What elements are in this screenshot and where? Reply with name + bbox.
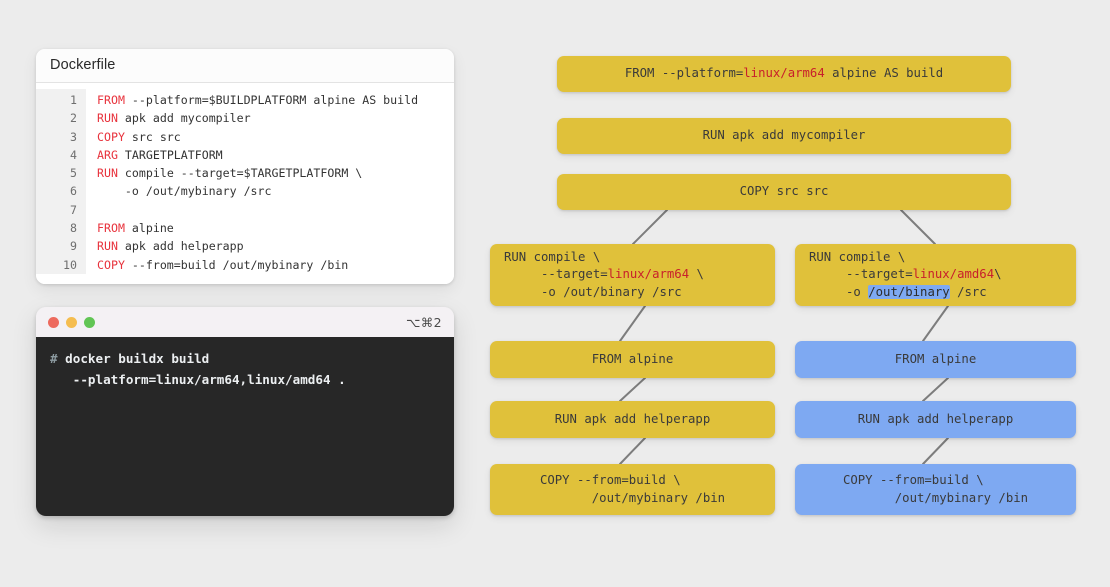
dockerfile-source-lines: FROM --platform=$BUILDPLATFORM alpine AS…: [86, 89, 454, 274]
edge-from-to-helperapp-left: [619, 377, 646, 402]
node-text-pre: FROM --platform=: [624, 66, 744, 81]
dockerfile-code-area: 1 2 3 4 5 6 7 8 9 10 FROM --platform=$BUILDPLATFO…: [36, 83, 454, 284]
node-run-compile-amd64[interactable]: RUN compile \ --target=linux/amd64\ -o /…: [795, 244, 1076, 306]
line-number: 8: [70, 221, 77, 236]
node-text-platform: linux/arm64: [743, 66, 825, 81]
node-copy-from-build-right[interactable]: COPY --from=build \ /out/mybinary /bin: [795, 464, 1076, 515]
line-number: 6: [70, 184, 77, 199]
edge-helperapp-to-copy-right: [922, 437, 949, 465]
code-text: alpine: [124, 221, 174, 236]
line-number: 1: [70, 93, 77, 107]
code-line[interactable]: COPY src src: [97, 128, 454, 146]
node-copy-from-build-left[interactable]: COPY --from=build \ /out/mybinary /bin: [490, 464, 775, 515]
code-text: src src: [124, 129, 181, 144]
node-run-compile-arm64[interactable]: RUN compile \ --target=linux/arm64 \ -o …: [490, 244, 775, 306]
node-line-3: -o /out/binary /src: [504, 284, 682, 299]
maximize-icon[interactable]: [84, 316, 95, 328]
line-number: 7: [70, 202, 77, 217]
node-label: RUN apk add mycompiler: [702, 128, 866, 143]
code-text: apk add mycompiler: [117, 111, 251, 126]
code-keyword: ARG: [97, 147, 118, 162]
code-line[interactable]: ARG TARGETPLATFORM: [97, 146, 454, 164]
node-line-3-post: /src: [949, 284, 987, 299]
node-line-2-pre: --target=: [504, 267, 608, 282]
code-keyword: FROM: [97, 93, 125, 107]
code-text: --platform=$BUILDPLATFORM alpine AS buil…: [124, 93, 419, 107]
code-line[interactable]: RUN apk add mycompiler: [97, 109, 454, 127]
line-number-gutter: 1 2 3 4 5 6 7 8 9 10: [36, 89, 86, 274]
node-from-platform[interactable]: FROM --platform=linux/arm64 alpine AS bu…: [557, 56, 1011, 92]
node-line-1: COPY --from=build \: [539, 472, 681, 487]
code-text: TARGETPLATFORM: [117, 147, 223, 162]
node-run-helperapp-left[interactable]: RUN apk add helperapp: [490, 401, 775, 438]
node-label: RUN apk add helperapp: [554, 411, 711, 426]
code-keyword: FROM: [97, 221, 125, 236]
node-line-1: RUN compile \: [504, 249, 601, 264]
edge-helperapp-to-copy-left: [619, 437, 646, 465]
node-line-2-pre: --target=: [809, 267, 913, 282]
node-copy-src[interactable]: COPY src src: [557, 174, 1011, 210]
terminal-command-line-2: --platform=linux/arm64,linux/amd64 .: [50, 372, 346, 387]
line-number: 9: [70, 239, 77, 254]
terminal-window: ⌥⌘2 # docker buildx build --platform=lin…: [36, 307, 454, 516]
node-label: RUN apk add helperapp: [857, 411, 1014, 426]
code-line[interactable]: COPY --from=build /out/mybinary /bin: [97, 256, 454, 274]
node-from-alpine-left[interactable]: FROM alpine: [490, 341, 775, 378]
edge-copy-to-compile-amd: [900, 209, 936, 245]
node-line-1: COPY --from=build \: [842, 472, 984, 487]
terminal-shortcut-label: ⌥⌘2: [405, 314, 442, 330]
terminal-command-line-1: # docker buildx build: [50, 348, 440, 369]
node-label: FROM alpine: [894, 351, 977, 366]
code-line[interactable]: RUN compile --target=$TARGETPLATFORM \: [97, 164, 454, 182]
node-run-mycompiler[interactable]: RUN apk add mycompiler: [557, 118, 1011, 154]
edge-from-to-helperapp-right: [922, 377, 949, 402]
code-text: -o /out/mybinary /src: [97, 184, 272, 199]
code-text: --from=build /out/mybinary /bin: [124, 257, 349, 272]
code-keyword: COPY: [97, 129, 125, 144]
node-line-2-post: \: [689, 267, 704, 282]
node-label: COPY src src: [739, 184, 829, 199]
code-keyword: RUN: [97, 166, 118, 181]
edge-compile-amd-to-from: [922, 305, 949, 342]
dockerfile-panel-title: Dockerfile: [36, 49, 454, 83]
terminal-output[interactable]: # docker buildx build --platform=linux/a…: [36, 337, 454, 516]
node-line-2-platform: linux/arm64: [607, 267, 690, 282]
dockerfile-panel: Dockerfile 1 2 3 4 5 6 7 8 9 10 FROM --platform=$…: [36, 49, 454, 284]
code-line[interactable]: RUN apk add helperapp: [97, 237, 454, 255]
code-keyword: RUN: [97, 111, 118, 126]
line-number: 10: [63, 257, 77, 272]
line-number: 5: [70, 166, 77, 181]
code-line[interactable]: -o /out/mybinary /src: [97, 182, 454, 200]
code-line[interactable]: FROM alpine: [97, 219, 454, 237]
terminal-command-text: docker buildx build: [57, 351, 210, 366]
close-icon[interactable]: [48, 316, 59, 328]
highlighted-output-path[interactable]: /out/binary: [868, 284, 950, 299]
edge-copy-to-compile-arm: [632, 209, 668, 245]
code-line[interactable]: FROM --platform=$BUILDPLATFORM alpine AS…: [97, 91, 454, 109]
code-keyword: RUN: [97, 239, 118, 254]
line-number: 2: [70, 111, 77, 126]
node-line-2-platform: linux/amd64: [912, 267, 995, 282]
node-line-2: /out/mybinary /bin: [539, 490, 726, 505]
node-line-1: RUN compile \: [809, 249, 906, 264]
node-label: FROM alpine: [591, 351, 674, 366]
terminal-titlebar: ⌥⌘2: [36, 307, 454, 337]
line-number: 4: [70, 147, 77, 162]
shell-prompt-icon: #: [50, 351, 58, 366]
code-text: compile --target=$TARGETPLATFORM \: [117, 166, 363, 181]
edge-compile-arm-to-from: [619, 305, 646, 342]
node-from-alpine-right[interactable]: FROM alpine: [795, 341, 1076, 378]
code-text: apk add helperapp: [117, 239, 244, 254]
node-line-3-pre: -o: [809, 284, 869, 299]
node-run-helperapp-right[interactable]: RUN apk add helperapp: [795, 401, 1076, 438]
node-line-2-post: \: [994, 267, 1002, 282]
line-number: 3: [70, 129, 77, 144]
code-keyword: COPY: [97, 257, 125, 272]
node-line-2: /out/mybinary /bin: [842, 490, 1029, 505]
node-text-post: alpine AS build: [824, 66, 944, 81]
minimize-icon[interactable]: [66, 316, 77, 328]
